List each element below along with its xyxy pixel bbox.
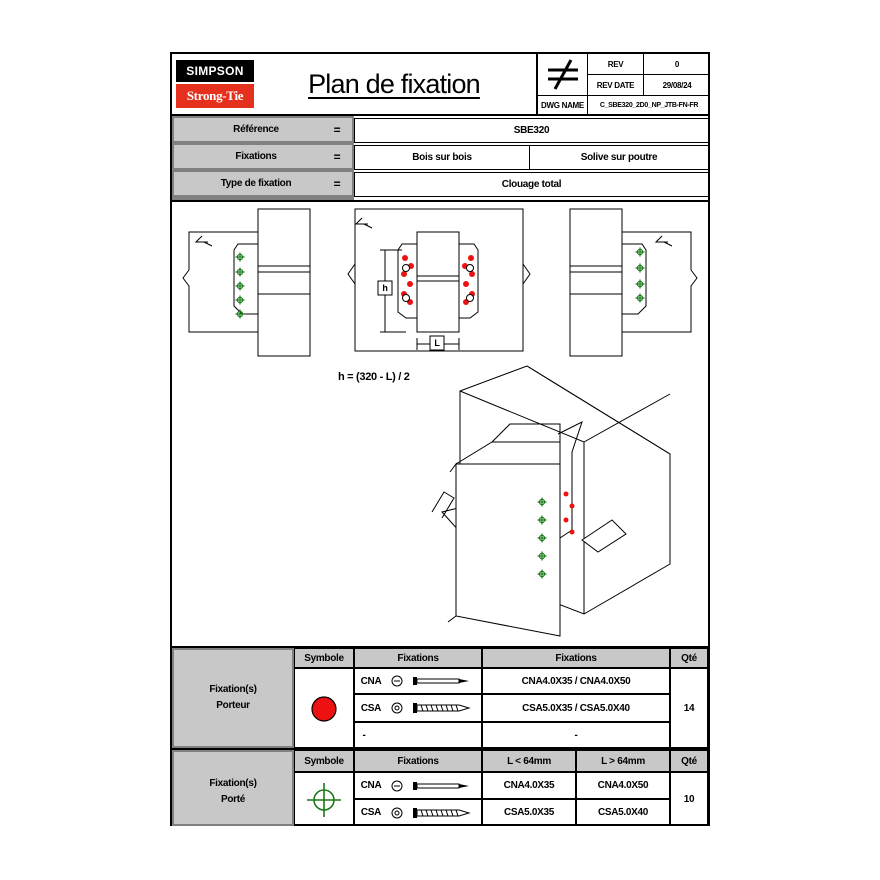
porteur-row-1-refs: CNA4.0X35 / CNA4.0X50 — [482, 668, 670, 694]
porteur-qty: 14 — [670, 668, 708, 748]
dwg-name-label: DWG NAME — [536, 96, 588, 114]
porte-row-1-big: CNA4.0X50 — [576, 772, 670, 799]
not-equal-icon — [536, 54, 588, 96]
fixations-value-1: Bois sur bois — [354, 145, 530, 170]
porte-row-2: CSA — [354, 799, 482, 826]
porteur-col-fixations-2: Fixations — [482, 648, 670, 668]
rev-date-value: 29/08/24 — [644, 75, 710, 96]
brand-line2: Strong-Tie — [176, 84, 254, 108]
porteur-row-3-code: - — [362, 729, 366, 741]
porteur-row-3-refs: - — [482, 722, 670, 748]
fixations-value-2: Solive sur poutre — [530, 145, 708, 170]
porteur-row-3: - — [354, 722, 482, 748]
porte-symbol-cell — [294, 772, 354, 826]
porteur-title-line2: Porteur — [216, 699, 250, 711]
porte-col-l-small: L < 64mm — [482, 750, 576, 772]
rev-label: REV — [588, 54, 644, 75]
page-title: Plan de fixation — [308, 68, 481, 99]
porte-title-line2: Porté — [220, 793, 246, 805]
porte-title-line1: Fixation(s) — [209, 777, 257, 789]
dwg-name-value: C_SBE320_2D0_NP_JTB-FN-FR — [599, 101, 699, 109]
front-view-red-nails — [401, 255, 475, 305]
type-label: Type de fixation — [220, 178, 292, 189]
porte-row-1-code: CNA — [360, 780, 382, 791]
porteur-row-1-code: CNA — [360, 675, 382, 687]
porteur-title-line1: Fixation(s) — [209, 683, 257, 695]
nail-icon — [391, 675, 469, 687]
isometric-view — [431, 365, 671, 637]
reference-label: Référence — [233, 124, 279, 135]
brand-logo: SIMPSON Strong-Tie — [176, 60, 254, 110]
rev-date-label: REV DATE — [588, 75, 644, 96]
porte-row-2-code: CSA — [360, 807, 382, 818]
porteur-col-qte: Qté — [670, 648, 708, 668]
porte-col-symbole: Symbole — [294, 750, 354, 772]
fixations-equals: = — [333, 149, 341, 164]
porteur-col-symbole: Symbole — [294, 648, 354, 668]
porteur-row-2-refs: CSA5.0X35 / CSA5.0X40 — [482, 694, 670, 722]
porteur-symbol-cell — [294, 668, 354, 748]
reference-value: SBE320 — [354, 118, 708, 143]
type-equals: = — [333, 176, 341, 191]
screw-icon — [391, 807, 471, 819]
type-value: Clouage total — [354, 172, 708, 197]
porteur-col-fixations: Fixations — [354, 648, 482, 668]
porte-row-1: CNA — [354, 772, 482, 799]
formula: h = (320 - L) / 2 — [338, 371, 410, 383]
dimension-l-label: L — [434, 338, 440, 348]
title-divider — [172, 114, 708, 116]
side-view-right — [569, 208, 698, 357]
front-view — [347, 208, 531, 352]
porteur-red-dot-icon — [311, 696, 337, 722]
technical-drawing — [182, 208, 698, 637]
porteur-row-2-code: CSA — [360, 702, 382, 714]
porte-qty: 10 — [670, 772, 708, 826]
porte-row-2-small: CSA5.0X35 — [482, 799, 576, 826]
screw-icon — [391, 702, 471, 714]
porte-col-l-big: L > 64mm — [576, 750, 670, 772]
brand-line1: SIMPSON — [176, 60, 254, 82]
porteur-row-1: CNA — [354, 668, 482, 694]
dimension-h-label: h — [382, 283, 388, 293]
nail-icon — [391, 780, 469, 792]
fixations-label: Fixations — [235, 151, 277, 162]
porte-crosshair-icon — [307, 783, 341, 817]
porte-col-qte: Qté — [670, 750, 708, 772]
porte-row-1-small: CNA4.0X35 — [482, 772, 576, 799]
porte-row-2-big: CSA5.0X40 — [576, 799, 670, 826]
side-view-left — [182, 208, 311, 357]
info-divider — [172, 200, 708, 202]
drawing-sheet: SIMPSON Strong-Tie Plan de fixation DWG … — [170, 52, 710, 826]
porte-col-fixations: Fixations — [354, 750, 482, 772]
reference-equals: = — [333, 122, 341, 137]
rev-value: 0 — [644, 54, 710, 75]
porteur-row-2: CSA — [354, 694, 482, 722]
